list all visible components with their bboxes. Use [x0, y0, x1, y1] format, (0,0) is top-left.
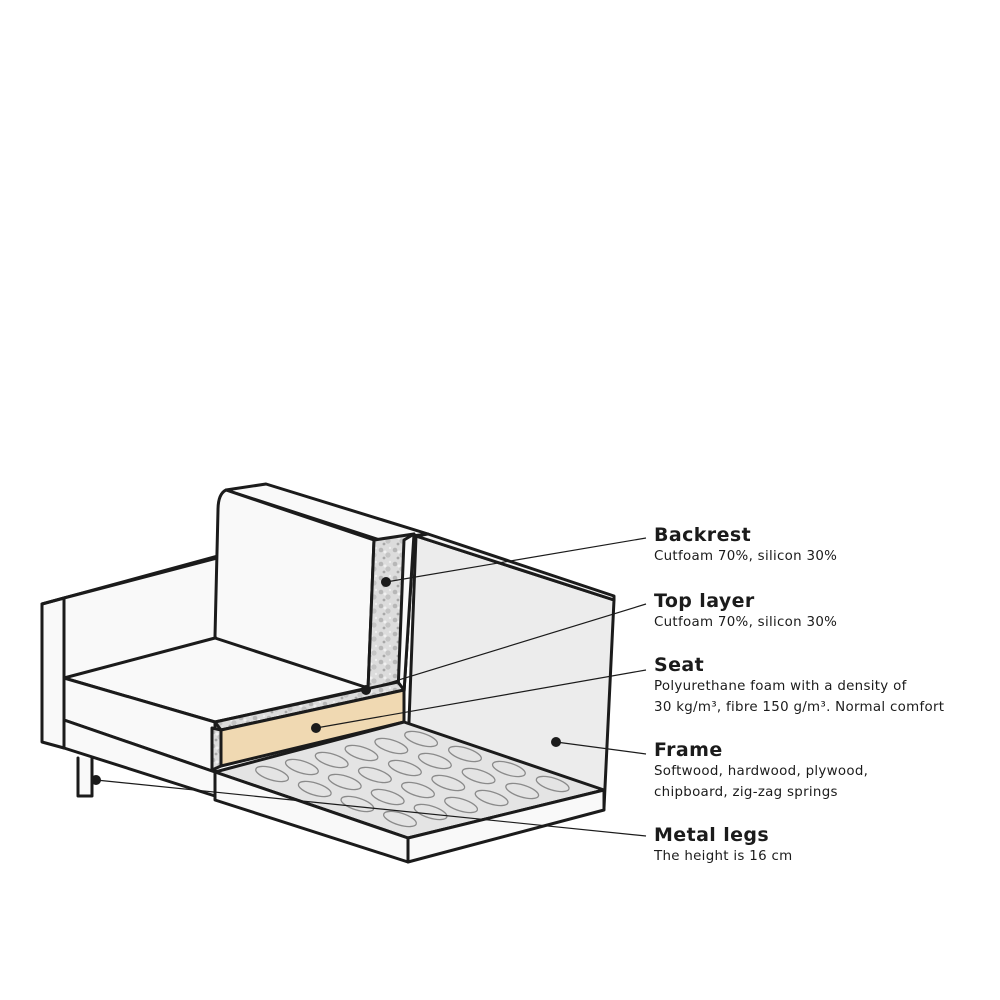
- spring-bed: [213, 720, 606, 864]
- metal-legs-callout-dot: [91, 775, 101, 785]
- spring-loop: [374, 737, 409, 755]
- frame-callout-line: [555, 741, 647, 755]
- spring-loop: [447, 745, 483, 763]
- spring-loop: [413, 803, 448, 821]
- label-metal-legs-title: Metal legs: [654, 824, 770, 846]
- seat-callout-line: [315, 669, 647, 729]
- spring-loop: [474, 789, 509, 807]
- spring-loop: [417, 752, 452, 770]
- label-seat-title: Seat: [654, 654, 705, 676]
- seat-callout-dot: [311, 723, 321, 733]
- spring-loop: [255, 765, 290, 783]
- label-seat-description: Polyurethane foam with a density of 30 k…: [654, 679, 945, 715]
- label-frame-description: Softwood, hardwood, plywood, chipboard, …: [654, 764, 869, 800]
- spring-loop: [400, 781, 436, 799]
- label-top-layer: Top layer Cutfoam 70%, silicon 30%: [654, 590, 837, 633]
- callouts: [91, 537, 647, 837]
- spring-loop: [431, 774, 466, 792]
- spring-loop: [404, 730, 439, 748]
- back-leg: [76, 756, 94, 798]
- label-top-layer-title: Top layer: [654, 590, 755, 612]
- frame-callout-dot: [551, 737, 561, 747]
- backrest-callout-dot: [381, 577, 391, 587]
- backrest-foam-section: [366, 532, 416, 694]
- spring-loop: [444, 796, 479, 814]
- label-backrest-title: Backrest: [654, 524, 752, 546]
- spring-loop: [387, 759, 422, 777]
- zig-zag-springs: [255, 730, 570, 828]
- spring-loop: [535, 775, 570, 793]
- label-seat: Seat Polyurethane foam with a density of…: [654, 654, 944, 718]
- label-frame: Frame Softwood, hardwood, plywood, chipb…: [654, 739, 868, 803]
- top-layer-callout-line: [365, 603, 647, 691]
- spring-loop: [327, 773, 362, 791]
- label-frame-title: Frame: [654, 739, 723, 761]
- spring-loop: [505, 782, 540, 800]
- label-metal-legs-description: The height is 16 cm: [654, 849, 793, 864]
- spring-loop: [284, 758, 319, 776]
- spring-loop: [344, 744, 379, 762]
- label-top-layer-description: Cutfoam 70%, silicon 30%: [654, 615, 838, 630]
- spring-loop: [491, 760, 526, 778]
- spring-loop: [357, 766, 392, 784]
- backrest-callout-line: [385, 537, 647, 583]
- spring-loop: [370, 788, 405, 806]
- top-layer-callout-dot: [361, 685, 371, 695]
- back-cushion: [213, 482, 430, 692]
- spring-loop: [461, 767, 496, 785]
- spring-loop: [340, 795, 375, 813]
- label-backrest-description: Cutfoam 70%, silicon 30%: [654, 549, 838, 564]
- label-backrest: Backrest Cutfoam 70%, silicon 30%: [654, 524, 837, 567]
- metal-legs-callout-line: [95, 779, 647, 837]
- spring-loop: [314, 751, 349, 769]
- spring-loop: [297, 780, 332, 798]
- spring-loop: [382, 810, 418, 828]
- label-metal-legs: Metal legs The height is 16 cm: [654, 824, 792, 867]
